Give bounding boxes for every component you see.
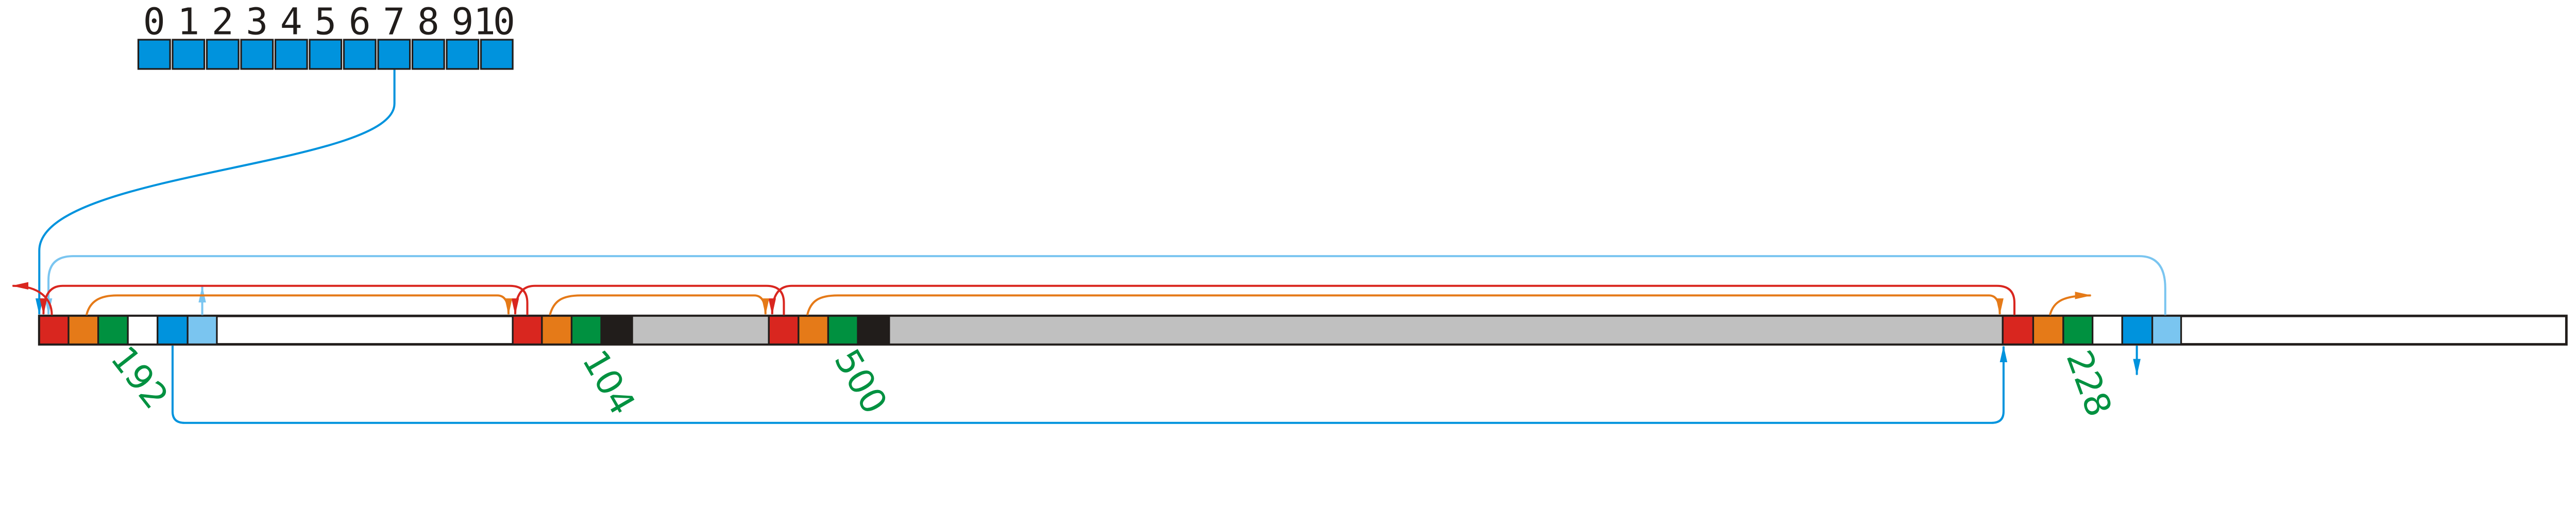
index-digit-5: 5	[314, 1, 336, 43]
size-label-192: 192	[103, 339, 176, 417]
cell-light-blue-21	[2151, 315, 2182, 345]
blue-bottom-arrow	[171, 345, 2008, 424]
index-digit-3: 3	[246, 1, 268, 43]
orange-next-arrow-2	[549, 294, 770, 316]
index-to-block-arrow	[35, 70, 396, 315]
index-box-5	[309, 39, 343, 70]
cell-blue-4	[157, 315, 189, 345]
index-box-4	[274, 39, 308, 70]
cell-gray-15	[888, 315, 2004, 345]
cell-green-13	[827, 315, 859, 345]
index-digit-0: 0	[143, 1, 165, 43]
red-prev-arrow-3	[768, 284, 2015, 315]
red-out-left-arrow	[11, 282, 53, 315]
cell-orange-7	[541, 315, 573, 345]
orange-out-right-arrow	[2048, 292, 2092, 316]
cell-green-8	[570, 315, 602, 345]
orange-next-arrow-3	[806, 294, 2004, 315]
index-digit-1: 1	[177, 1, 199, 43]
size-labels: 192 104 500 228	[103, 339, 2119, 422]
index-digit-9: 9	[451, 1, 473, 43]
cell-black-14	[857, 315, 890, 345]
cell-black-9	[600, 315, 633, 345]
index-box-7	[377, 39, 411, 70]
cell-white-3	[127, 315, 159, 345]
cell-red-6	[512, 315, 543, 345]
index-digit-8: 8	[417, 1, 439, 43]
cell-orange-17	[2032, 315, 2064, 345]
index-box-6	[343, 39, 377, 70]
cell-red-11	[768, 315, 800, 345]
index-box-10	[480, 39, 514, 70]
pointer-arrows	[11, 70, 2166, 424]
cell-orange-12	[798, 315, 829, 345]
cell-green-18	[2062, 315, 2094, 345]
red-prev-arrow-2	[511, 284, 785, 315]
cell-gray-10	[631, 315, 770, 345]
cell-light-blue-5	[187, 315, 218, 345]
cell-red-0	[38, 315, 70, 345]
cell-blue-20	[2121, 315, 2154, 345]
index-digit-2: 2	[212, 1, 234, 43]
index-box-9	[446, 39, 480, 70]
memory-cells	[38, 315, 2182, 345]
index-box-1	[172, 39, 206, 70]
orange-next-arrow-1	[85, 294, 513, 316]
index-digit-4: 4	[280, 1, 302, 43]
size-label-228: 228	[2058, 345, 2120, 422]
index-box-0	[137, 39, 171, 70]
index-box-3	[240, 39, 274, 70]
size-label-104: 104	[574, 343, 642, 421]
red-prev-arrow-1	[40, 284, 529, 315]
cell-red-16	[2002, 315, 2035, 345]
index-box-8	[411, 39, 445, 70]
size-label-500: 500	[826, 343, 894, 421]
index-digit-6: 6	[349, 1, 371, 43]
index-digit-10: 10	[473, 1, 515, 43]
cell-orange-1	[67, 315, 99, 345]
index-digit-7: 7	[383, 1, 405, 43]
cell-white-19	[2092, 315, 2123, 345]
cell-green-2	[97, 315, 129, 345]
light-blue-back-arrow	[44, 255, 2166, 315]
index-box-2	[206, 39, 240, 70]
